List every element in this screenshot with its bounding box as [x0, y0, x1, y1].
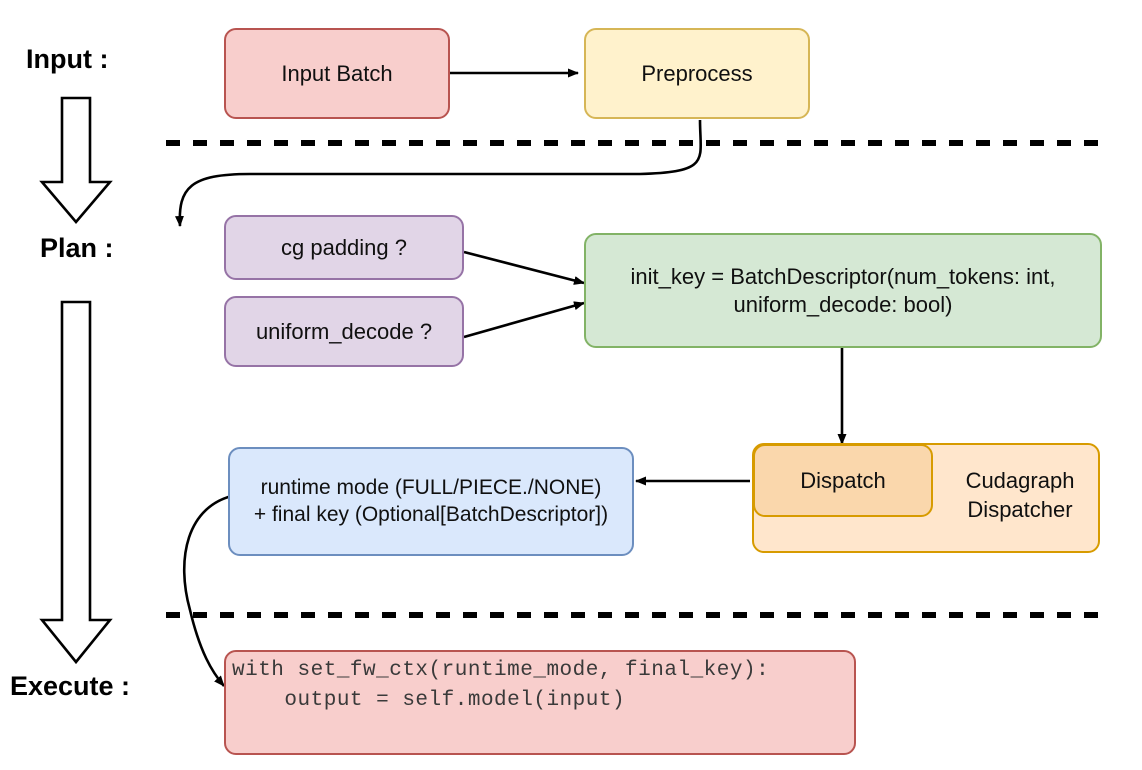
stage-arrow-plan-to-execute	[39, 300, 113, 665]
node-init-key-line1: init_key = BatchDescriptor(num_tokens: i…	[630, 264, 1056, 289]
node-cudagraph-dispatcher-line1: Cudagraph	[965, 468, 1075, 493]
stage-label-plan: Plan :	[40, 233, 114, 263]
edge-uniform-decode-to-init-key	[463, 301, 585, 339]
node-execute-code-line1: with set_fw_ctx(runtime_mode, final_key)…	[232, 659, 770, 682]
node-input-batch[interactable]: Input Batch	[224, 28, 450, 119]
node-dispatch[interactable]: Dispatch	[753, 444, 933, 517]
node-runtime-mode-line1: runtime mode (FULL/PIECE./NONE)	[260, 476, 602, 500]
node-cg-padding-label: cg padding ?	[281, 234, 407, 260]
stage-label-execute: Execute :	[10, 671, 131, 701]
node-uniform-decode[interactable]: uniform_decode ?	[224, 296, 464, 367]
node-dispatch-label: Dispatch	[800, 467, 886, 493]
stage-arrow-input-to-plan	[39, 96, 113, 225]
node-preprocess[interactable]: Preprocess	[584, 28, 810, 119]
node-runtime-mode-line2: + final key (Optional[BatchDescriptor])	[253, 502, 609, 526]
node-execute-code-line2: output = self.model(input)	[232, 689, 626, 713]
edge-cg-padding-to-init-key	[463, 250, 585, 285]
node-runtime-mode[interactable]: runtime mode (FULL/PIECE./NONE) + final …	[228, 447, 634, 556]
node-preprocess-label: Preprocess	[641, 60, 753, 86]
node-cg-padding[interactable]: cg padding ?	[224, 215, 464, 280]
node-execute-code[interactable]: with set_fw_ctx(runtime_mode, final_key)…	[224, 650, 856, 755]
edge-preprocess-to-cg-padding	[174, 119, 703, 227]
node-init-key-line2: uniform_decode: bool)	[733, 291, 953, 317]
cudagraph-dispatcher-group: Cudagraph Dispatcher Dispatch	[752, 443, 1100, 553]
node-init-key[interactable]: init_key = BatchDescriptor(num_tokens: i…	[584, 233, 1102, 348]
stage-label-input: Input :	[26, 44, 109, 74]
node-cudagraph-dispatcher-line2: Dispatcher	[967, 496, 1073, 522]
node-uniform-decode-label: uniform_decode ?	[255, 318, 433, 344]
node-input-batch-label: Input Batch	[281, 60, 393, 86]
